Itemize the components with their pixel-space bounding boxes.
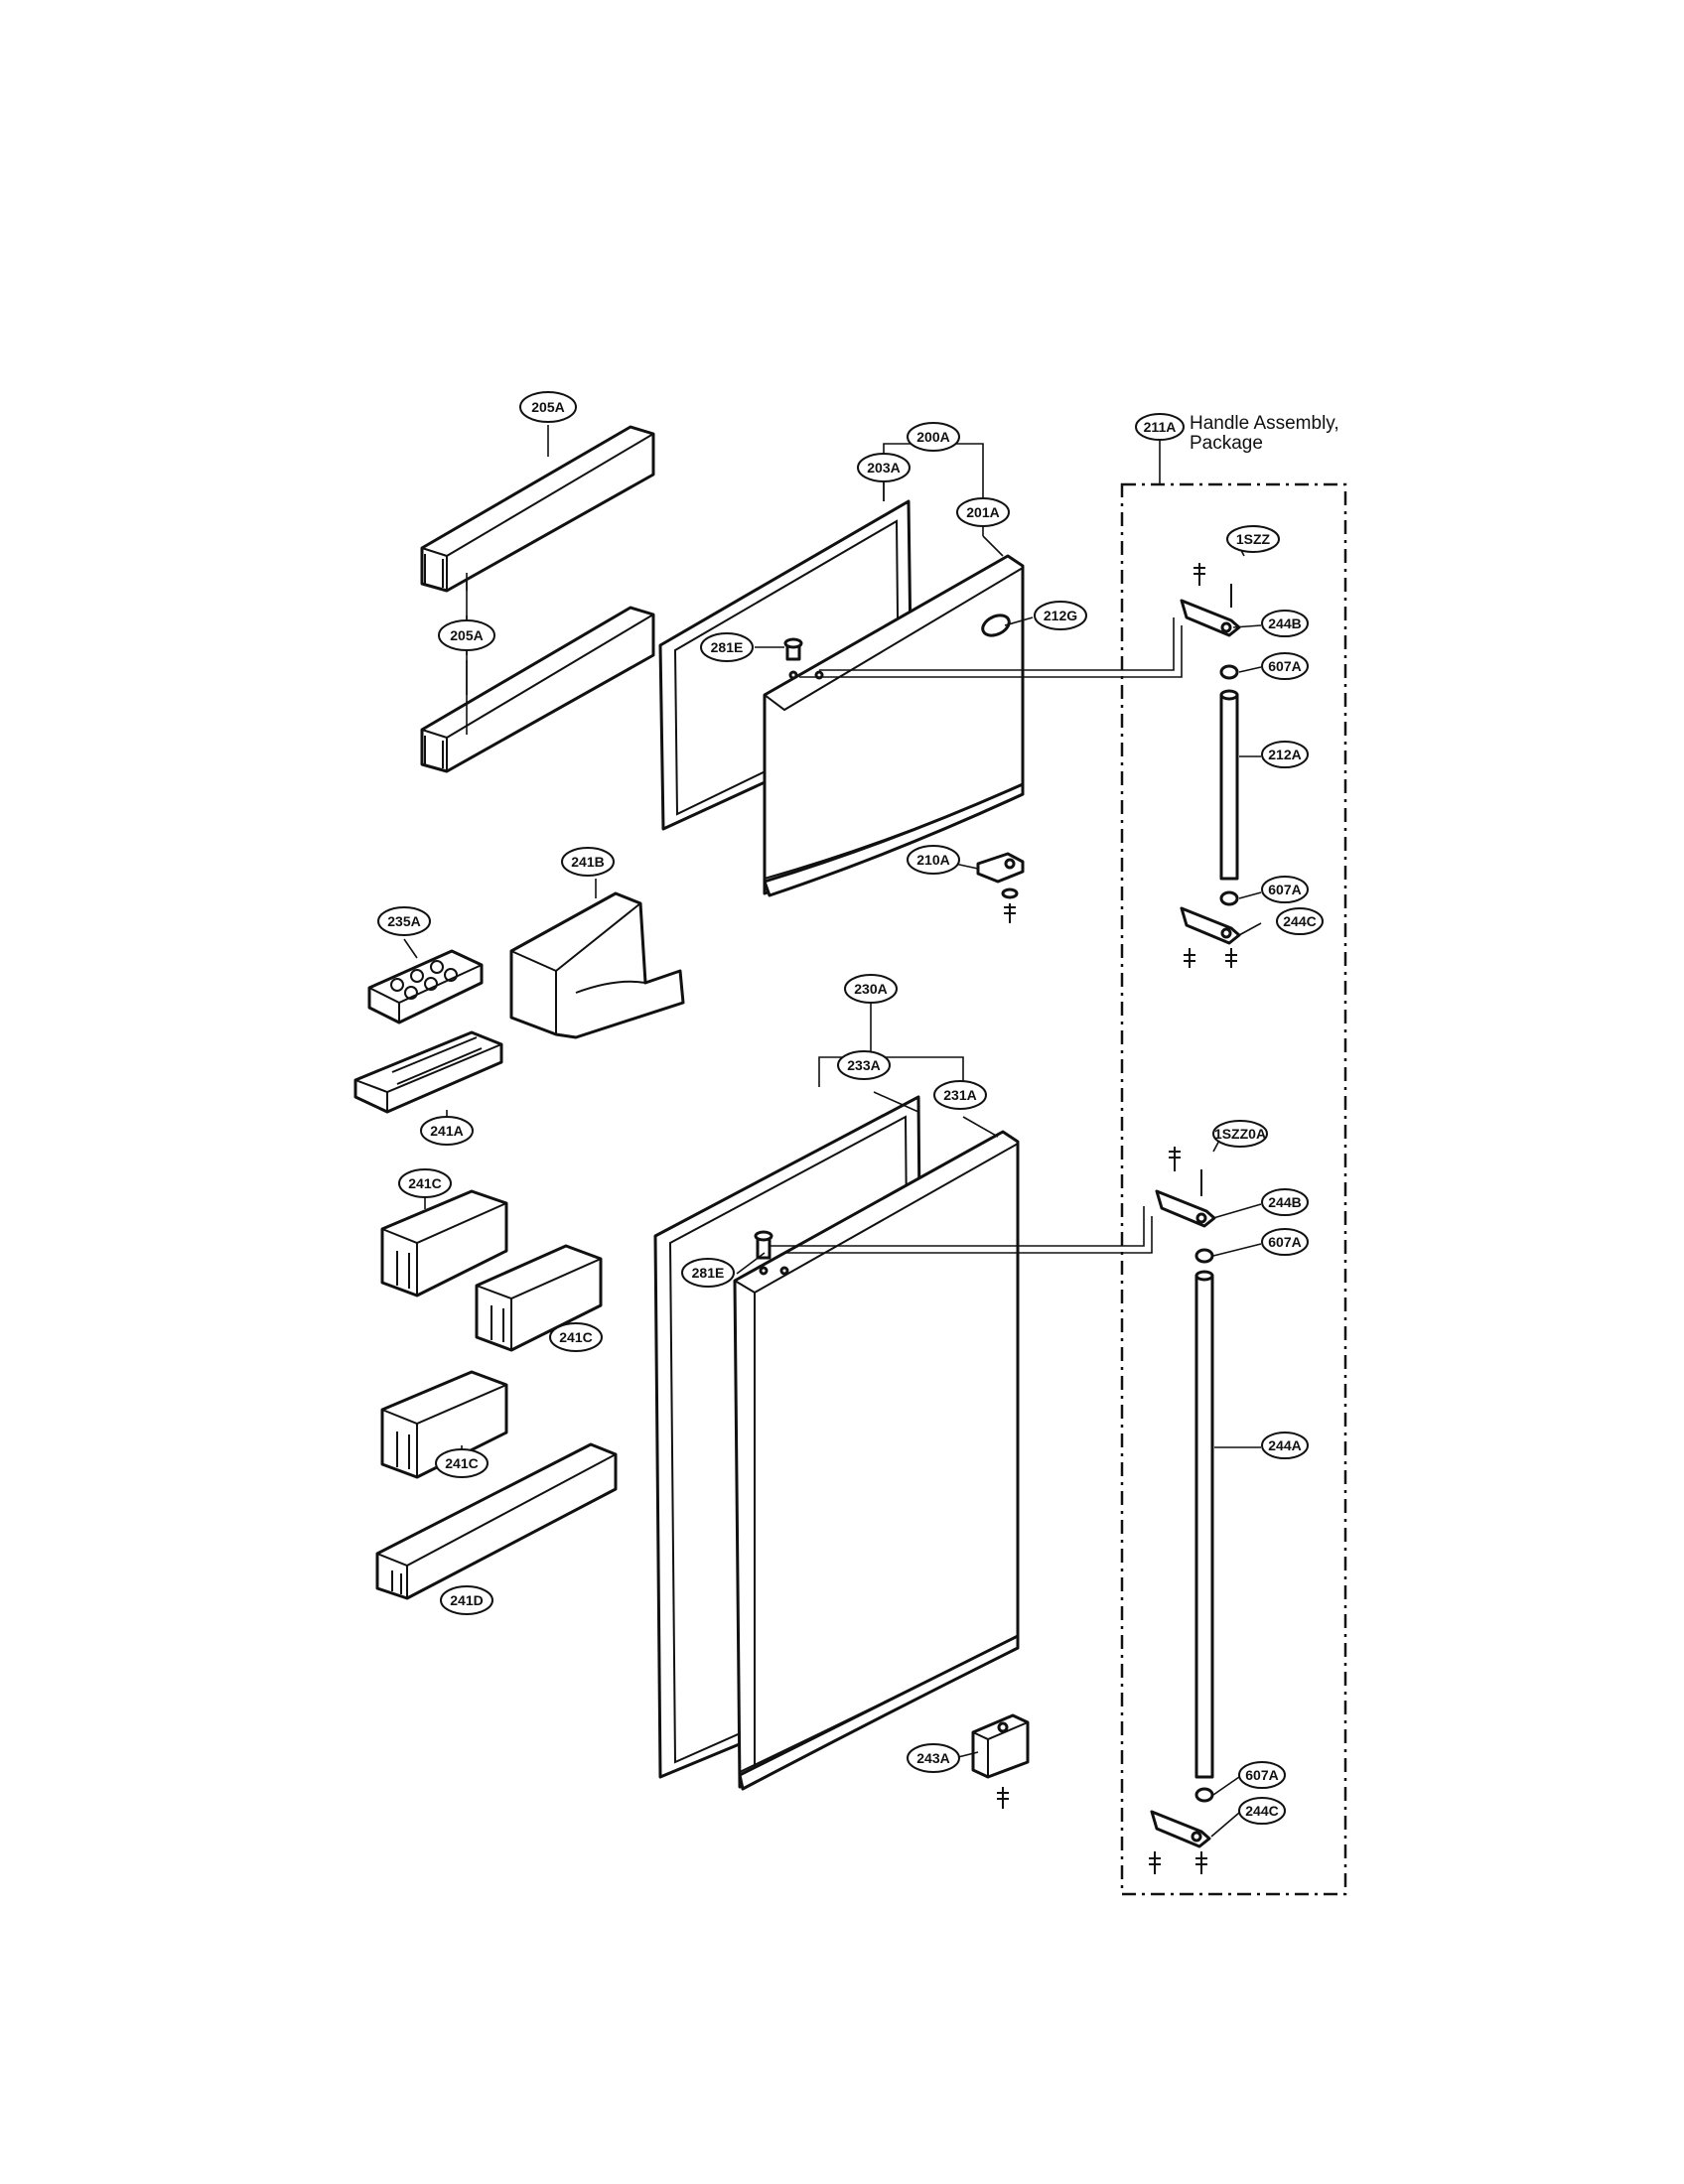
svg-text:607A: 607A bbox=[1268, 1234, 1301, 1250]
callout-607a-2: 607A bbox=[1261, 876, 1309, 903]
svg-text:203A: 203A bbox=[867, 460, 900, 476]
callout-607a-4: 607A bbox=[1238, 1761, 1286, 1789]
svg-text:244B: 244B bbox=[1268, 1194, 1301, 1210]
callout-1szz0a-lower: 1SZZ0A bbox=[1212, 1120, 1268, 1148]
svg-text:241C: 241C bbox=[559, 1329, 592, 1345]
callout-607a-3: 607A bbox=[1261, 1228, 1309, 1256]
callout-205a-top: 205A bbox=[519, 391, 577, 423]
callout-201a: 201A bbox=[956, 497, 1010, 527]
callout-231a: 231A bbox=[933, 1080, 987, 1110]
callout-243a: 243A bbox=[907, 1743, 960, 1773]
lower-hinge-243a bbox=[971, 1713, 1030, 1809]
callout-244b-upper: 244B bbox=[1261, 610, 1309, 637]
hinge-pin-281e-lower bbox=[754, 1230, 789, 1276]
dairy-tray-241a bbox=[353, 1030, 503, 1114]
svg-text:235A: 235A bbox=[387, 913, 420, 929]
fresh-food-door-231a bbox=[733, 1130, 1020, 1791]
callout-281e-upper: 281E bbox=[700, 632, 754, 662]
svg-text:210A: 210A bbox=[916, 852, 949, 868]
svg-text:241A: 241A bbox=[430, 1123, 463, 1139]
svg-text:1SZZ0A: 1SZZ0A bbox=[1214, 1126, 1266, 1142]
svg-text:241C: 241C bbox=[445, 1455, 478, 1471]
door-bin-241c-3 bbox=[380, 1370, 508, 1479]
callout-244c-lower: 244C bbox=[1238, 1797, 1286, 1825]
handle-bracket-244b-lower bbox=[1155, 1147, 1216, 1228]
svg-text:281E: 281E bbox=[692, 1265, 725, 1281]
svg-text:233A: 233A bbox=[847, 1057, 880, 1073]
svg-text:212A: 212A bbox=[1268, 747, 1301, 762]
callout-212g: 212G bbox=[1034, 601, 1087, 630]
svg-text:243A: 243A bbox=[916, 1750, 949, 1766]
callout-230a: 230A bbox=[844, 974, 898, 1004]
svg-text:241C: 241C bbox=[408, 1175, 441, 1191]
callout-233a: 233A bbox=[837, 1050, 891, 1080]
egg-tray-235a bbox=[367, 949, 484, 1024]
svg-text:241D: 241D bbox=[450, 1592, 483, 1608]
callout-211a: 211A bbox=[1135, 413, 1185, 441]
svg-text:244C: 244C bbox=[1245, 1803, 1278, 1819]
handle-bracket-244c-upper bbox=[1180, 906, 1241, 968]
svg-text:201A: 201A bbox=[966, 504, 999, 520]
cap-607a-4 bbox=[1194, 1787, 1214, 1803]
callout-244b-lower: 244B bbox=[1261, 1188, 1309, 1216]
package-title-line2: Package bbox=[1190, 433, 1263, 454]
callout-200a: 200A bbox=[907, 422, 960, 452]
handle-bar-244a bbox=[1194, 1270, 1214, 1779]
svg-text:200A: 200A bbox=[916, 429, 949, 445]
callout-241c-2: 241C bbox=[549, 1322, 603, 1352]
svg-text:212G: 212G bbox=[1044, 608, 1077, 623]
cap-607a-3 bbox=[1194, 1248, 1214, 1264]
svg-text:211A: 211A bbox=[1144, 419, 1177, 435]
callout-212a: 212A bbox=[1261, 741, 1309, 768]
callout-244c-upper: 244C bbox=[1276, 907, 1324, 935]
svg-text:244A: 244A bbox=[1268, 1437, 1301, 1453]
svg-text:205A: 205A bbox=[531, 399, 564, 415]
door-bin-241c-2 bbox=[475, 1244, 603, 1352]
svg-text:607A: 607A bbox=[1268, 658, 1301, 674]
svg-text:231A: 231A bbox=[943, 1087, 976, 1103]
callout-205a-bottom: 205A bbox=[438, 619, 495, 651]
callout-241d: 241D bbox=[440, 1585, 493, 1615]
callout-281e-lower: 281E bbox=[681, 1258, 735, 1288]
callout-210a: 210A bbox=[907, 845, 960, 875]
package-title-line1: Handle Assembly, bbox=[1190, 413, 1339, 434]
handle-assembly-package-box bbox=[1120, 482, 1347, 1896]
callout-244a: 244A bbox=[1261, 1432, 1309, 1459]
door-bin-241d bbox=[375, 1442, 618, 1600]
svg-text:205A: 205A bbox=[450, 627, 483, 643]
lower-hinge-210a bbox=[976, 852, 1025, 923]
svg-text:607A: 607A bbox=[1245, 1767, 1278, 1783]
callout-241c-1: 241C bbox=[398, 1168, 452, 1198]
callout-607a-1: 607A bbox=[1261, 652, 1309, 680]
handle-bracket-244c-lower bbox=[1149, 1810, 1211, 1874]
handle-bar-212a bbox=[1219, 689, 1239, 881]
freezer-door-201a bbox=[763, 554, 1025, 897]
svg-text:244C: 244C bbox=[1283, 913, 1316, 929]
cap-607a-1 bbox=[1219, 664, 1239, 680]
callout-241c-3: 241C bbox=[435, 1448, 489, 1478]
callout-1szz-upper: 1SZZ bbox=[1226, 525, 1280, 553]
svg-text:244B: 244B bbox=[1268, 615, 1301, 631]
svg-text:607A: 607A bbox=[1268, 882, 1301, 897]
door-bin-205a-top bbox=[420, 425, 655, 593]
callout-241a: 241A bbox=[420, 1116, 474, 1146]
door-bin-241c-1 bbox=[380, 1189, 508, 1297]
svg-text:230A: 230A bbox=[854, 981, 887, 997]
callout-203a: 203A bbox=[857, 453, 911, 482]
cap-607a-2 bbox=[1219, 890, 1239, 906]
callout-235a: 235A bbox=[377, 906, 431, 936]
svg-text:281E: 281E bbox=[711, 639, 744, 655]
handle-bracket-244b-upper bbox=[1180, 563, 1241, 637]
door-bin-205a-bottom bbox=[420, 606, 655, 773]
dairy-bin-241b bbox=[509, 891, 685, 1039]
svg-text:1SZZ: 1SZZ bbox=[1236, 531, 1271, 547]
callout-241b: 241B bbox=[561, 847, 615, 877]
svg-text:241B: 241B bbox=[571, 854, 604, 870]
